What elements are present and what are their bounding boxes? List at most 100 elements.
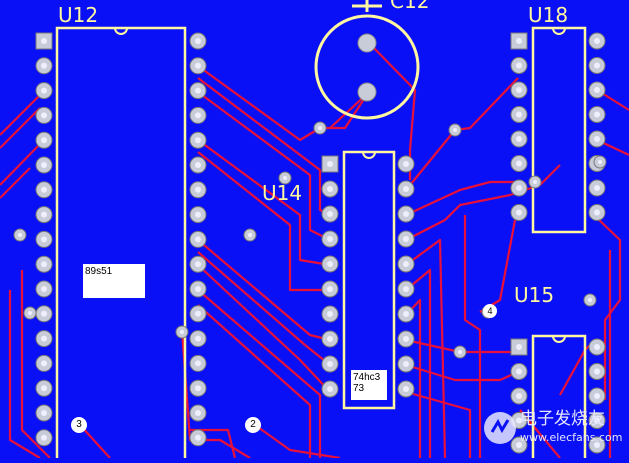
chip-note-text: 89s51: [85, 266, 113, 277]
pad-hole: [41, 261, 47, 268]
pad-hole: [195, 62, 201, 69]
pad-hole: [516, 185, 522, 191]
trace: [405, 238, 447, 459]
via-hole: [533, 180, 537, 184]
pad-hole: [41, 286, 47, 292]
pad-hole: [41, 186, 47, 193]
pad-hole: [403, 211, 409, 217]
trace: [8, 290, 41, 459]
pad-hole: [594, 185, 600, 191]
pad-hole: [403, 161, 409, 167]
trace: [405, 298, 422, 458]
via-hole: [28, 311, 32, 315]
pad-hole: [516, 62, 522, 69]
via-hole: [598, 160, 602, 164]
pad-hole: [195, 236, 201, 243]
pad-hole: [195, 137, 201, 144]
ic-u18-outline: [531, 26, 587, 234]
via-hole: [180, 330, 184, 334]
pad-hole: [195, 360, 201, 367]
pad-hole: [516, 393, 522, 399]
pad-hole: [594, 417, 600, 424]
pad-hole: [594, 209, 600, 216]
pad-hole: [41, 211, 47, 218]
pad-hole: [403, 311, 409, 317]
trace: [197, 304, 312, 458]
designator-u15: U15: [514, 283, 555, 307]
pad-hole: [195, 38, 201, 44]
pad-hole: [41, 236, 47, 243]
ic-u15-outline: [531, 334, 587, 463]
trace: [405, 390, 472, 458]
pad-hole: [41, 137, 47, 144]
trace: [79, 424, 111, 459]
pad-hole: [403, 386, 409, 392]
ic-u18[interactable]: [531, 26, 587, 234]
pad-hole: [327, 386, 333, 392]
net-label: 3: [71, 417, 87, 433]
pad-hole: [516, 38, 522, 44]
pad-hole: [41, 310, 47, 317]
pad-hole: [516, 87, 522, 93]
trace: [479, 219, 517, 313]
trace: [405, 268, 432, 458]
pad-hole: [195, 410, 201, 416]
pad-hole: [594, 62, 600, 69]
via-hole: [453, 128, 457, 132]
c12-pad[interactable]: [357, 33, 377, 53]
ic-u12[interactable]: [55, 26, 187, 463]
pad-hole: [403, 336, 409, 342]
pad-hole: [516, 111, 522, 118]
pad-hole: [41, 360, 47, 367]
pad-hole: [41, 38, 47, 44]
pad-hole: [41, 410, 47, 416]
ic-u14[interactable]: [342, 150, 396, 410]
capacitor-c12[interactable]: [314, 0, 420, 120]
pad-hole: [594, 87, 600, 93]
via-hole: [318, 126, 322, 130]
pad-hole: [327, 286, 333, 292]
trace: [405, 363, 519, 382]
pad-hole: [41, 62, 47, 69]
pad-hole: [594, 393, 600, 399]
chip-note-u14: 74hc3 73: [351, 370, 387, 400]
pad-hole: [195, 335, 201, 342]
ic-u15[interactable]: [531, 334, 587, 463]
pad-hole: [594, 442, 600, 448]
pad-hole: [403, 236, 409, 242]
net-label: 2: [245, 417, 261, 433]
trace: [463, 215, 482, 458]
pad-hole: [41, 434, 47, 441]
pad-hole: [195, 310, 201, 317]
watermark-url: www.elecfans.com: [520, 431, 623, 444]
trace: [197, 65, 369, 142]
pad-hole: [516, 417, 522, 424]
chip-note-text: 73: [353, 383, 365, 394]
pad-hole: [516, 344, 522, 350]
pad-hole: [41, 385, 47, 392]
pad-hole: [516, 442, 522, 448]
designator-c12: C12: [390, 0, 430, 13]
pad-hole: [327, 361, 333, 367]
pin1-notch: [552, 335, 566, 343]
pad-hole: [327, 261, 333, 267]
pad-hole: [327, 311, 333, 317]
c12-pad[interactable]: [357, 82, 377, 102]
pad-hole: [195, 112, 201, 119]
pin1-notch: [552, 27, 566, 35]
pad-hole: [403, 261, 409, 267]
trace: [254, 424, 341, 460]
copper-traces: [0, 41, 629, 460]
pin1-notch: [362, 151, 376, 159]
trace: [190, 428, 237, 459]
trace: [197, 139, 331, 267]
pad-hole: [594, 38, 600, 44]
pad-hole: [195, 211, 201, 218]
pad-hole: [195, 162, 201, 168]
trace: [0, 107, 41, 149]
trace: [519, 409, 561, 459]
pad-hole: [327, 236, 333, 242]
trace: [0, 167, 31, 199]
